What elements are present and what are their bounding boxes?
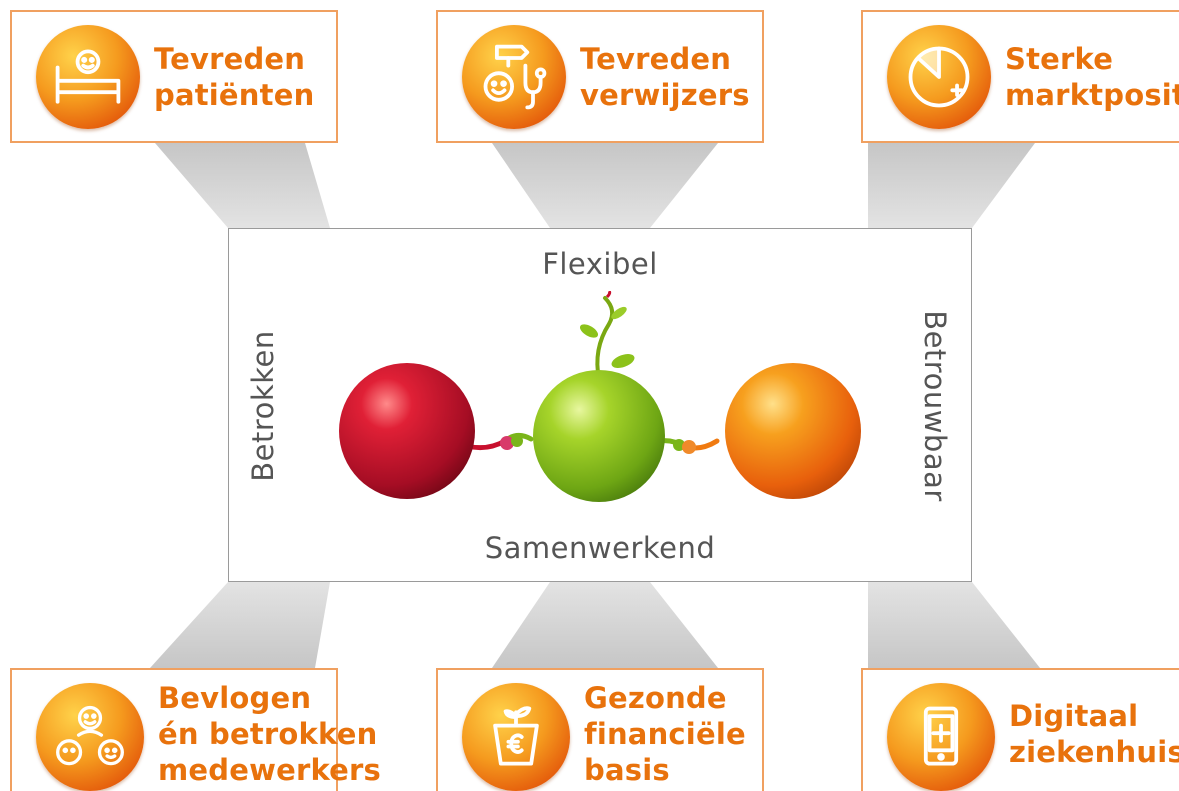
- outcome-label: Gezonde financiële basis: [584, 680, 746, 787]
- red-ball: [339, 363, 475, 499]
- connector-top-right: [868, 143, 1035, 228]
- patient-bed-icon: [36, 24, 140, 129]
- green-ball: [533, 370, 665, 502]
- orange-ball: [725, 363, 861, 499]
- outcome-box-sterke-marktpositie: Sterke marktpositie: [861, 10, 1179, 143]
- outcome-label: Sterke marktpositie: [1005, 41, 1179, 112]
- outcome-label: Tevreden verwijzers: [580, 41, 750, 112]
- outcome-box-bevlogen-medewerkers: Bevlogen én betrokken medewerkers: [10, 668, 381, 791]
- outcome-label: Tevreden patiënten: [154, 41, 315, 112]
- connector-bottom-center: [492, 582, 718, 668]
- outcome-box-gezonde-financiele-basis: Gezonde financiële basis: [436, 668, 764, 791]
- tablet-plus-icon: [887, 682, 995, 791]
- outcome-box-digitaal-ziekenhuis: Digitaal ziekenhuis: [861, 668, 1179, 791]
- outcome-box-tevreden-patienten: Tevreden patiënten: [10, 10, 338, 143]
- connector-bottom-right: [868, 582, 1040, 668]
- core-values-panel: Flexibel Samenwerkend Betrokken Betrouwb…: [228, 228, 972, 582]
- value-betrokken: Betrokken: [246, 330, 280, 482]
- outcome-box-tevreden-verwijzers: Tevreden verwijzers: [436, 10, 764, 143]
- value-betrouwbaar: Betrouwbaar: [918, 310, 952, 502]
- connector-top-left: [155, 143, 330, 228]
- connector-bottom-left: [150, 582, 330, 668]
- pie-chart-plus-icon: [887, 24, 991, 129]
- people-group-icon: [36, 682, 144, 791]
- euro-plant-pot-icon: [462, 682, 570, 791]
- three-ball-mascots: [339, 291, 861, 502]
- connector-top-center: [492, 143, 718, 228]
- value-samenwerkend: Samenwerkend: [484, 531, 716, 565]
- outcome-label: Bevlogen én betrokken medewerkers: [158, 680, 382, 787]
- value-flexibel: Flexibel: [542, 247, 658, 281]
- signpost-stethoscope-icon: [462, 24, 566, 129]
- outcome-label: Digitaal ziekenhuis: [1009, 698, 1179, 769]
